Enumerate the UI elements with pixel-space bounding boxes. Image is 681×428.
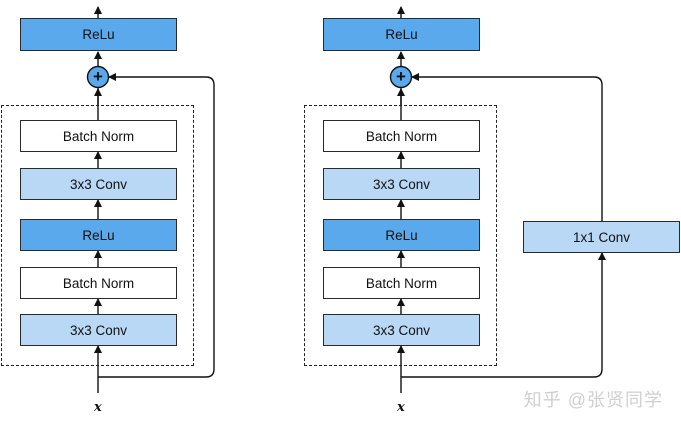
left-relu-inner: ReLu <box>20 219 177 251</box>
right-relu-inner: ReLu <box>323 219 480 251</box>
right-input-label: x <box>397 400 405 415</box>
left-add-symbol: + <box>93 67 103 86</box>
right-conv-1: 3x3 Conv <box>323 168 480 200</box>
left-top-relu: ReLu <box>20 18 177 51</box>
right-shortcut-conv: 1x1 Conv <box>523 221 680 253</box>
left-batch-norm-2: Batch Norm <box>20 267 177 299</box>
add-nodes <box>86 65 413 89</box>
right-top-relu: ReLu <box>323 18 480 51</box>
right-residual-boundary <box>304 105 497 366</box>
watermark: 知乎 @张贤同学 <box>523 390 663 410</box>
right-conv-2: 3x3 Conv <box>323 314 480 346</box>
left-residual-boundary <box>1 105 194 366</box>
left-conv-1: 3x3 Conv <box>20 168 177 200</box>
left-batch-norm-1: Batch Norm <box>20 120 177 152</box>
right-batch-norm-1: Batch Norm <box>323 120 480 152</box>
left-conv-2: 3x3 Conv <box>20 314 177 346</box>
right-batch-norm-2: Batch Norm <box>323 267 480 299</box>
left-input-label: x <box>94 400 102 415</box>
right-add-symbol: + <box>396 67 406 86</box>
